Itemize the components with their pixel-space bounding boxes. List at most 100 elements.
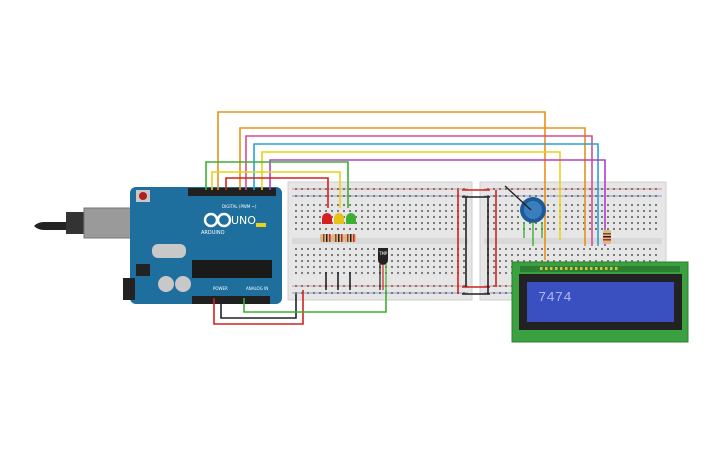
breadboard-hole [403,222,405,224]
breadboard-hole [331,248,333,250]
breadboard-hole [337,195,339,197]
breadboard-hole [499,210,501,212]
breadboard-hole [499,292,501,294]
breadboard-hole [589,222,591,224]
breadboard-hole [493,210,495,212]
lcd-pin [575,267,578,270]
breadboard-hole [595,195,597,197]
breadboard-hole [415,216,417,218]
breadboard-hole [595,260,597,262]
breadboard-hole [535,195,537,197]
breadboard-hole [565,248,567,250]
breadboard-hole [337,204,339,206]
breadboard-hole [493,266,495,268]
breadboard-hole [397,195,399,197]
breadboard-hole [349,210,351,212]
breadboard-hole [379,228,381,230]
breadboard-hole [613,260,615,262]
breadboard-hole [355,228,357,230]
breadboard-hole [415,260,417,262]
breadboard-hole [439,210,441,212]
leds [322,213,356,224]
breadboard-hole [439,266,441,268]
breadboard-hole [619,204,621,206]
breadboard-hole [355,260,357,262]
breadboard-hole [343,216,345,218]
breadboard-hole [421,260,423,262]
breadboard-hole [613,204,615,206]
breadboard-hole [625,254,627,256]
breadboard-hole [379,222,381,224]
breadboard-hole [397,188,399,190]
breadboard-hole [643,248,645,250]
breadboard-hole [637,222,639,224]
breadboard-hole [361,210,363,212]
breadboard-hole [517,248,519,250]
breadboard-hole [391,272,393,274]
breadboard-hole [625,188,627,190]
breadboard-hole [331,228,333,230]
breadboard-hole [643,254,645,256]
breadboard-hole [313,222,315,224]
breadboard-hole [529,248,531,250]
breadboard-hole [451,228,453,230]
breadboard-hole [631,260,633,262]
breadboard-hole [409,248,411,250]
breadboard-hole [637,260,639,262]
breadboard-hole [565,228,567,230]
breadboard-hole [391,266,393,268]
breadboard-hole [565,204,567,206]
breadboard-hole [583,216,585,218]
breadboard-hole [367,216,369,218]
lcd-pin [560,267,563,270]
breadboard-hole [649,228,651,230]
breadboard-hole [511,216,513,218]
breadboard-hole [319,204,321,206]
breadboard-hole [373,222,375,224]
breadboard-hole [493,228,495,230]
breadboard-hole [295,188,297,190]
breadboard-hole [355,272,357,274]
breadboard-hole [367,266,369,268]
breadboard-hole [343,204,345,206]
breadboard-hole [493,254,495,256]
breadboard-hole [439,248,441,250]
breadboard-hole [619,195,621,197]
breadboard-hole [625,210,627,212]
lcd-pin [570,267,573,270]
breadboard-hole [451,204,453,206]
breadboard-hole [421,292,423,294]
breadboard-hole [301,210,303,212]
breadboard-hole [457,188,459,190]
breadboard-hole [355,248,357,250]
breadboard-hole [319,292,321,294]
breadboard-hole [613,216,615,218]
breadboard-hole [397,292,399,294]
breadboard-hole [295,285,297,287]
breadboard-hole [637,188,639,190]
breadboard-hole [343,195,345,197]
breadboard-hole [367,204,369,206]
breadboard-hole [355,188,357,190]
breadboard-hole [415,188,417,190]
breadboard-hole [367,260,369,262]
breadboard-hole [493,216,495,218]
breadboard-hole [499,272,501,274]
breadboard-hole [499,254,501,256]
breadboard-hole [349,228,351,230]
breadboard-hole [337,292,339,294]
digital-label: DIGITAL (PWM ~) [222,204,257,209]
breadboard-hole [451,254,453,256]
breadboard-hole [367,292,369,294]
breadboard-hole [577,195,579,197]
wire-pink [245,135,593,246]
breadboard-hole [319,254,321,256]
breadboard-hole [409,222,411,224]
breadboard-hole [643,228,645,230]
breadboard-hole [601,254,603,256]
breadboard-hole [331,204,333,206]
breadboard-hole [433,216,435,218]
breadboard-hole [655,248,657,250]
breadboard-hole [535,228,537,230]
breadboard-hole [583,254,585,256]
